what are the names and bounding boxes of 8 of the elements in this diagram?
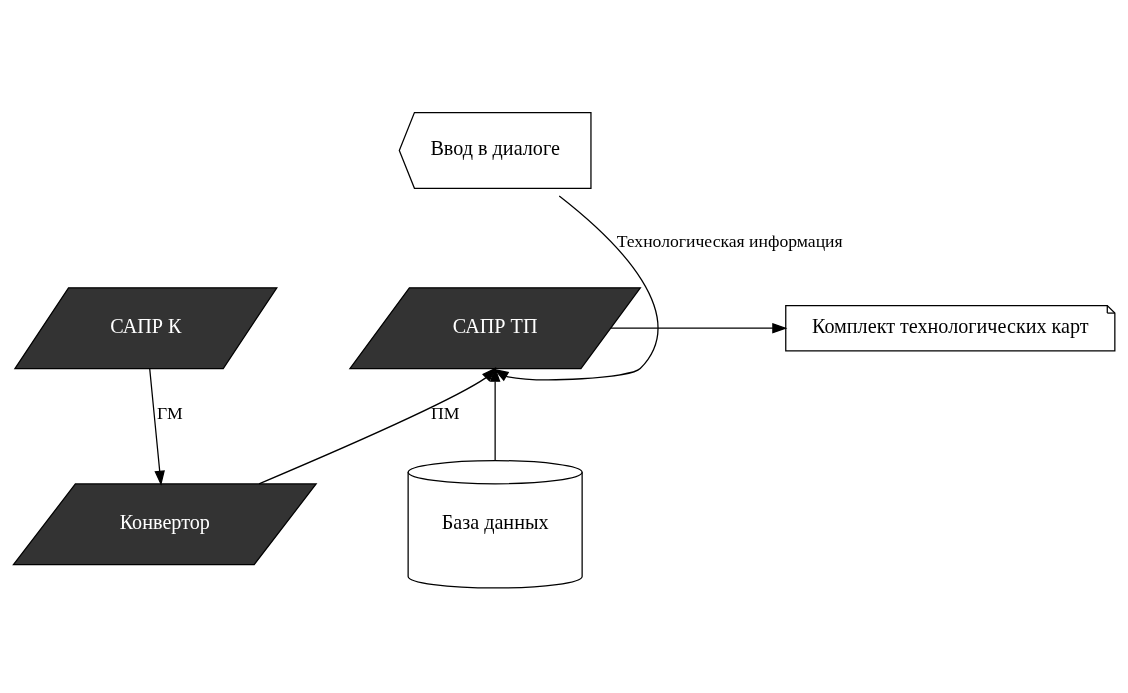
edge-label: ПМ: [431, 403, 460, 424]
edge-label: ГМ: [157, 403, 183, 424]
arrow: [493, 195, 659, 382]
arrow: [149, 368, 165, 486]
edge-label: Технологическая информация: [616, 230, 843, 251]
arrow: [610, 322, 788, 334]
arrow: [258, 367, 497, 485]
arrow: [489, 366, 501, 461]
